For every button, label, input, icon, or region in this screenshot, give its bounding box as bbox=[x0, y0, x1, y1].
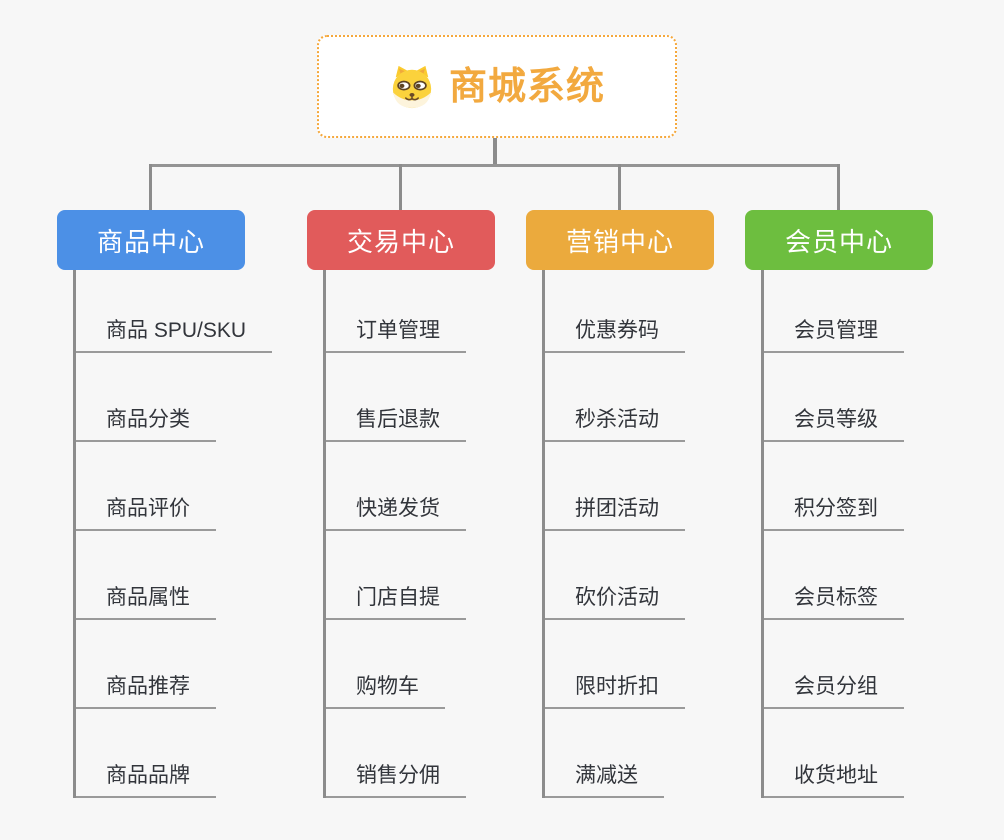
list-item[interactable]: 会员管理 bbox=[764, 270, 985, 353]
list-item[interactable]: 秒杀活动 bbox=[545, 353, 766, 442]
list-item[interactable]: 会员标签 bbox=[764, 531, 985, 620]
list-item[interactable]: 会员分组 bbox=[764, 620, 985, 709]
branch-items-members: 会员管理 会员等级 积分签到 会员标签 会员分组 收货地址 bbox=[761, 270, 985, 798]
branch-products: 商品中心 商品 SPU/SKU 商品分类 商品评价 商品属性 商品推荐 商品品牌 bbox=[57, 210, 297, 798]
connector-drop-trade bbox=[399, 164, 402, 210]
list-item[interactable]: 满减送 bbox=[545, 709, 766, 798]
list-item[interactable]: 门店自提 bbox=[326, 531, 547, 620]
branch-items-marketing: 优惠券码 秒杀活动 拼团活动 砍价活动 限时折扣 满减送 bbox=[542, 270, 766, 798]
connector-drop-products bbox=[149, 164, 152, 210]
list-item[interactable]: 快递发货 bbox=[326, 442, 547, 531]
doge-icon bbox=[392, 65, 432, 108]
list-item[interactable]: 砍价活动 bbox=[545, 531, 766, 620]
list-item[interactable]: 会员等级 bbox=[764, 353, 985, 442]
list-item[interactable]: 商品评价 bbox=[76, 442, 297, 531]
branch-header-marketing[interactable]: 营销中心 bbox=[526, 210, 714, 270]
list-item[interactable]: 限时折扣 bbox=[545, 620, 766, 709]
list-item[interactable]: 优惠券码 bbox=[545, 270, 766, 353]
connector-root-trunk bbox=[493, 138, 497, 166]
list-item[interactable]: 商品 SPU/SKU bbox=[76, 270, 297, 353]
list-item[interactable]: 销售分佣 bbox=[326, 709, 547, 798]
root-node-mall-system[interactable]: 商城系统 bbox=[317, 35, 677, 138]
branch-items-trade: 订单管理 售后退款 快递发货 门店自提 购物车 销售分佣 bbox=[323, 270, 547, 798]
list-item[interactable]: 收货地址 bbox=[764, 709, 985, 798]
list-item[interactable]: 商品推荐 bbox=[76, 620, 297, 709]
connector-drop-members bbox=[837, 164, 840, 210]
connector-drop-marketing bbox=[618, 164, 621, 210]
list-item[interactable]: 积分签到 bbox=[764, 442, 985, 531]
branch-header-trade[interactable]: 交易中心 bbox=[307, 210, 495, 270]
list-item[interactable]: 售后退款 bbox=[326, 353, 547, 442]
list-item[interactable]: 拼团活动 bbox=[545, 442, 766, 531]
branch-marketing: 营销中心 优惠券码 秒杀活动 拼团活动 砍价活动 限时折扣 满减送 bbox=[526, 210, 766, 798]
connector-horizontal bbox=[149, 164, 840, 167]
branch-members: 会员中心 会员管理 会员等级 积分签到 会员标签 会员分组 收货地址 bbox=[745, 210, 985, 798]
list-item[interactable]: 购物车 bbox=[326, 620, 547, 709]
list-item[interactable]: 商品品牌 bbox=[76, 709, 297, 798]
root-title: 商城系统 bbox=[448, 65, 605, 108]
branch-header-members[interactable]: 会员中心 bbox=[745, 210, 933, 270]
list-item[interactable]: 商品属性 bbox=[76, 531, 297, 620]
branch-items-products: 商品 SPU/SKU 商品分类 商品评价 商品属性 商品推荐 商品品牌 bbox=[73, 270, 297, 798]
branch-trade: 交易中心 订单管理 售后退款 快递发货 门店自提 购物车 销售分佣 bbox=[307, 210, 547, 798]
branch-header-products[interactable]: 商品中心 bbox=[57, 210, 245, 270]
list-item[interactable]: 商品分类 bbox=[76, 353, 297, 442]
list-item[interactable]: 订单管理 bbox=[326, 270, 547, 353]
